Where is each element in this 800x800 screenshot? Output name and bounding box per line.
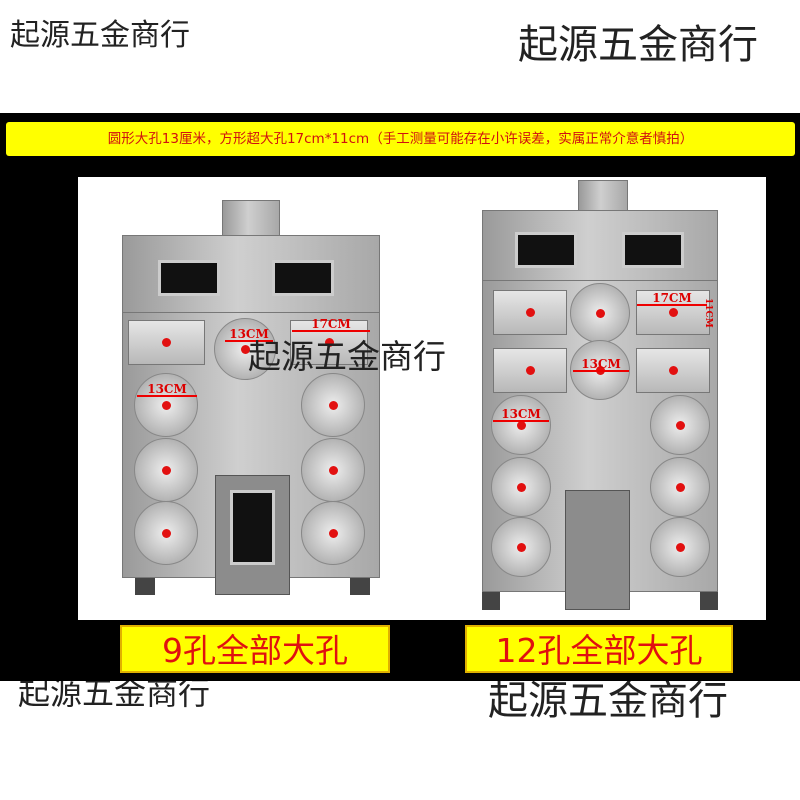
hole [570, 283, 630, 343]
knob-dot [328, 465, 338, 475]
dim-rect-9: 17CM [292, 318, 370, 332]
chimney [222, 200, 280, 238]
hole [134, 438, 198, 502]
knob-dot [161, 465, 171, 475]
hole [214, 318, 276, 380]
hole [301, 373, 365, 437]
leg [482, 590, 500, 610]
hole [491, 517, 551, 577]
hole [134, 501, 198, 565]
info-banner: 圆形大孔13厘米，方形超大孔17cm*11cm（手工测量可能存在小许误差，实属正… [6, 122, 795, 156]
knob-dot [595, 308, 605, 318]
feed-port [565, 490, 630, 610]
knob-dot [675, 482, 685, 492]
hole [134, 373, 198, 437]
knob-dot [240, 344, 250, 354]
watermark-bottom-right: 起源五金商行 [488, 678, 728, 724]
product-label-9: 9孔全部大孔 [120, 625, 390, 673]
hole [491, 395, 551, 455]
knob-dot [668, 308, 678, 317]
feed-opening [230, 490, 275, 565]
knob-dot [161, 400, 171, 410]
knob-dot [668, 366, 678, 375]
window [622, 232, 684, 268]
knob-dot [516, 542, 526, 552]
drawer [493, 290, 567, 335]
knob-dot [525, 308, 535, 317]
knob-dot [525, 366, 535, 375]
drawer [290, 320, 368, 365]
dim-circle-9: 13CM [225, 328, 273, 342]
product-label-12: 12孔全部大孔 [465, 625, 733, 673]
window [515, 232, 577, 268]
knob-dot [516, 420, 526, 430]
knob-dot [328, 528, 338, 538]
dim-rect-h-12: 11CM [703, 298, 713, 328]
dim-circle2-9: 13CM [137, 383, 197, 397]
knob-dot [324, 338, 334, 347]
drawer [128, 320, 205, 365]
window [272, 260, 334, 296]
hole [301, 438, 365, 502]
dim-circle2-12: 13CM [493, 408, 549, 422]
drawer [493, 348, 567, 393]
drawer [636, 290, 710, 335]
knob-dot [675, 542, 685, 552]
dim-circle-12: 13CM [573, 358, 629, 372]
hole [650, 517, 710, 577]
hole [650, 457, 710, 517]
knob-dot [328, 400, 338, 410]
watermark-center: 起源五金商行 [248, 337, 446, 376]
leg [700, 590, 718, 610]
knob-dot [516, 482, 526, 492]
hole [301, 501, 365, 565]
window [158, 260, 220, 296]
dim-rect-12: 17CM [637, 292, 707, 306]
hole [650, 395, 710, 455]
watermark-top-left: 起源五金商行 [10, 18, 190, 53]
drawer [636, 348, 710, 393]
knob-dot [162, 338, 171, 347]
watermark-top-right: 起源五金商行 [518, 22, 758, 68]
hole [491, 457, 551, 517]
knob-dot [161, 528, 171, 538]
leg [135, 575, 155, 595]
knob-dot [675, 420, 685, 430]
leg [350, 575, 370, 595]
